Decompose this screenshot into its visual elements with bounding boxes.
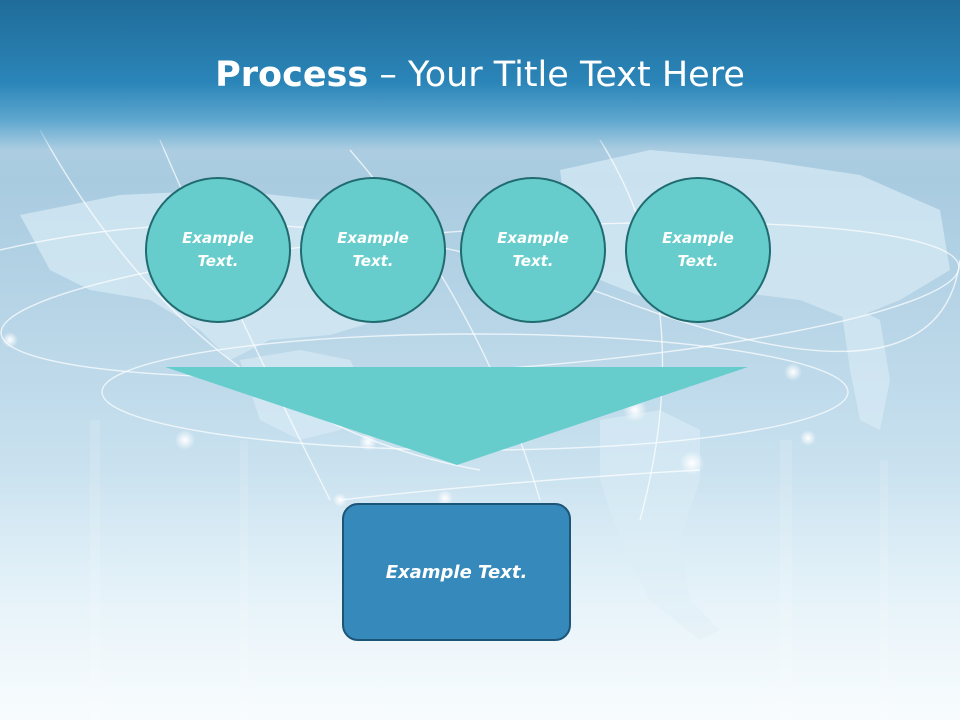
funnel-arrow [165,367,748,465]
process-step-2[interactable]: Example Text. [300,177,446,323]
process-step-label: Example Text. [497,229,569,270]
title-bold: Process [215,55,369,95]
process-step-1[interactable]: Example Text. [145,177,291,323]
process-step-label: Example Text. [182,229,254,270]
title-text: – Your Title Text Here [368,55,745,95]
process-result-box[interactable]: Example Text. [342,503,571,641]
slide-title: Process – Your Title Text Here [0,52,960,98]
process-step-4[interactable]: Example Text. [625,177,771,323]
process-step-label: Example Text. [337,229,409,270]
process-step-3[interactable]: Example Text. [460,177,606,323]
process-step-label: Example Text. [662,229,734,270]
process-result-label: Example Text. [385,561,528,583]
title-bar [0,0,960,150]
